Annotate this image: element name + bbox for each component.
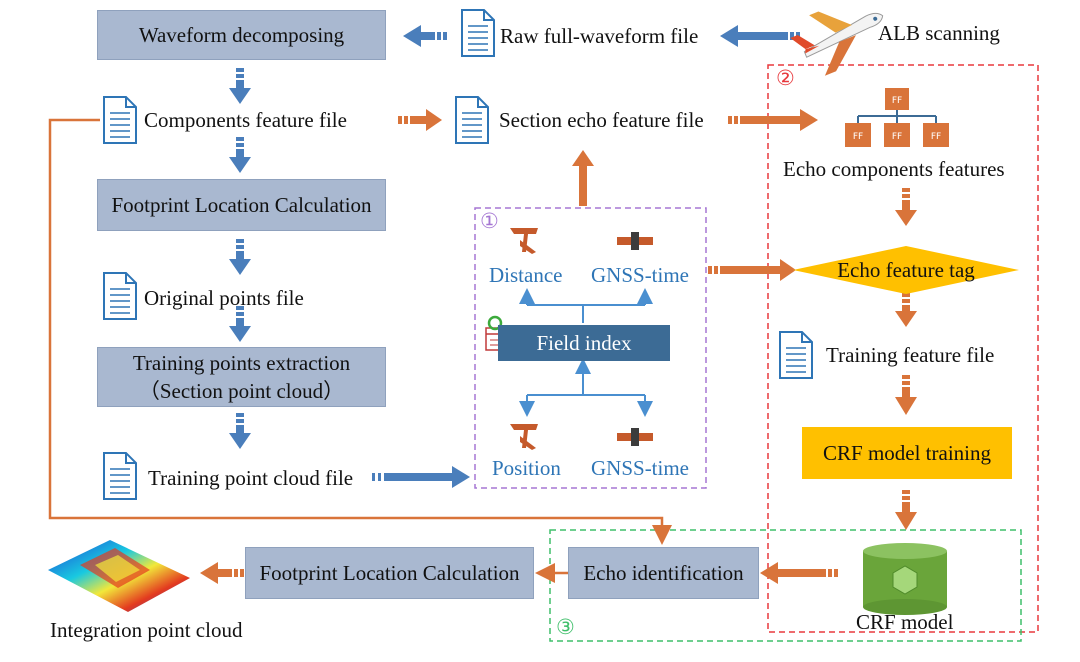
echo-components-features-label: Echo components features bbox=[783, 157, 1005, 181]
footprint-location-calc-label-1: Footprint Location Calculation bbox=[111, 193, 372, 217]
panel-2-marker: ② bbox=[776, 66, 795, 90]
blue-right-arrow bbox=[372, 466, 470, 488]
footprint-location-calc-box-2: Footprint Location Calculation bbox=[245, 547, 534, 599]
crf-model-training-box: CRF model training bbox=[802, 427, 1012, 479]
field-index-label: Field index bbox=[536, 331, 632, 355]
blue-down-arrows bbox=[229, 68, 251, 449]
echo-identification-box: Echo identification bbox=[568, 547, 759, 599]
crf-model-training-label: CRF model training bbox=[823, 441, 991, 465]
components-feature-file-label: Components feature file bbox=[144, 108, 347, 132]
panel-1-border bbox=[474, 207, 707, 489]
satellite-icon-top bbox=[617, 232, 653, 250]
section-echo-feature-file-label: Section echo feature file bbox=[499, 108, 704, 132]
training-feature-file-label: Training feature file bbox=[826, 343, 995, 367]
panel-2-border bbox=[767, 64, 1039, 633]
echo-feature-tag-diamond bbox=[793, 246, 1019, 294]
waveform-decomposing-label: Waveform decomposing bbox=[138, 23, 345, 47]
waveform-decomposing-box: Waveform decomposing bbox=[97, 10, 386, 60]
ff-box-label-1: FF bbox=[853, 132, 863, 142]
integration-point-cloud-label: Integration point cloud bbox=[50, 618, 243, 642]
ff-hierarchy-icon bbox=[845, 88, 949, 147]
gnss-time-bottom-label: GNSS-time bbox=[591, 456, 690, 480]
ff-box-label-0: FF bbox=[892, 96, 902, 106]
integration-point-cloud-image bbox=[48, 540, 190, 612]
document-icons bbox=[103, 9, 813, 500]
crf-model-cylinder bbox=[863, 543, 947, 615]
panel-3-marker: ③ bbox=[556, 615, 575, 639]
raw-full-waveform-file-label: Raw full-waveform file bbox=[500, 24, 699, 48]
position-label: Position bbox=[492, 456, 561, 480]
components-to-identification-line bbox=[48, 118, 672, 545]
echo-identification-label: Echo identification bbox=[583, 561, 744, 585]
training-points-extraction-line2: （Section point cloud） bbox=[138, 379, 345, 403]
footprint-location-calc-box-1: Footprint Location Calculation bbox=[97, 179, 386, 231]
field-index-connectors bbox=[519, 288, 653, 417]
alb-scanning-label: ALB scanning bbox=[878, 21, 1000, 45]
panel-1-marker: ① bbox=[480, 209, 499, 233]
ff-box-label-2: FF bbox=[892, 132, 902, 142]
satellite-icon-bottom bbox=[617, 428, 653, 446]
gnss-time-top-label: GNSS-time bbox=[591, 263, 690, 287]
training-point-cloud-file-label: Training point cloud file bbox=[148, 466, 354, 490]
field-index-box: Field index bbox=[498, 325, 670, 361]
training-points-extraction-box: Training points extraction （Section poin… bbox=[97, 347, 386, 407]
ff-box-label-3: FF bbox=[931, 132, 941, 142]
original-points-file-label: Original points file bbox=[144, 286, 304, 310]
crf-model-label: CRF model bbox=[856, 610, 954, 634]
airplane-icon bbox=[790, 11, 884, 76]
distance-icon-top bbox=[510, 228, 538, 254]
distance-label: Distance bbox=[489, 263, 563, 287]
orange-arrows bbox=[200, 109, 917, 584]
position-icon-bottom bbox=[510, 424, 538, 450]
echo-feature-tag-label-box: Echo feature tag bbox=[810, 256, 1002, 284]
training-points-extraction-line1: Training points extraction bbox=[132, 351, 351, 375]
echo-feature-tag-label: Echo feature tag bbox=[837, 258, 975, 282]
footprint-location-calc-label-2: Footprint Location Calculation bbox=[259, 561, 520, 585]
panel-3-border bbox=[549, 529, 1022, 642]
